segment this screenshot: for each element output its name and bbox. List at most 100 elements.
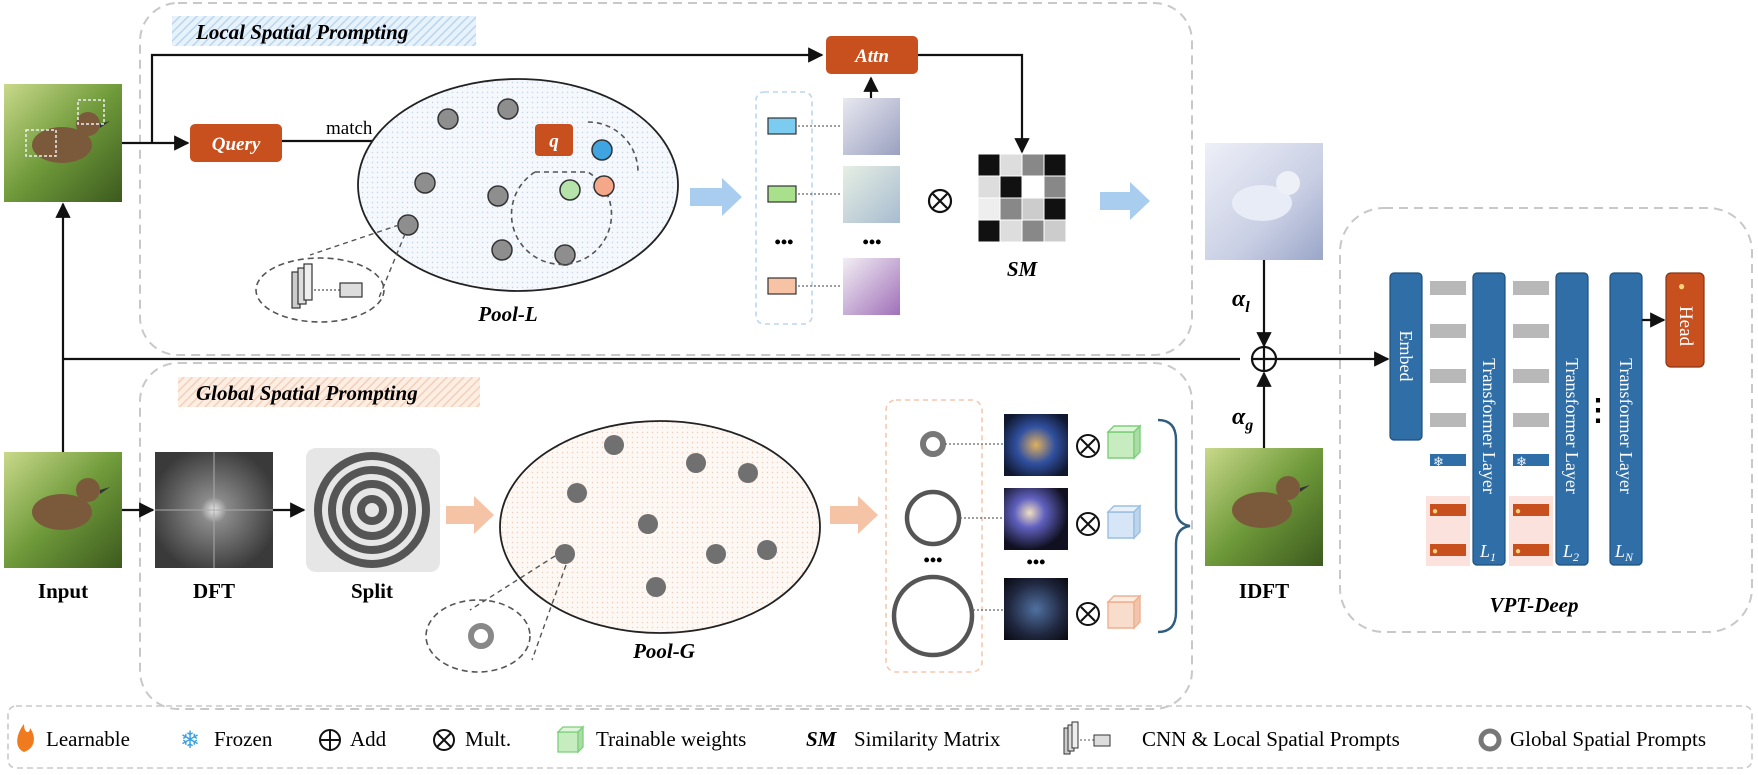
global-prompt-column: [885, 399, 983, 673]
weight-cube-green: [1106, 424, 1142, 460]
learnable-token-icon-1b: ●: [1432, 546, 1438, 557]
attn-box: [826, 36, 918, 74]
transformer-layer-1: [1472, 272, 1506, 566]
legend-frozen: Frozen: [214, 727, 273, 751]
legend-fire-icon: [17, 724, 34, 752]
legend-cube-icon: [556, 725, 585, 754]
pool-l-label: Pool-L: [477, 302, 537, 326]
legend-trainable: Trainable weights: [596, 727, 746, 751]
query-label: Query: [212, 134, 261, 155]
local-section-title: Local Spatial Prompting: [195, 20, 408, 44]
weight-cube-orange: [1106, 594, 1142, 630]
frozen-token-icon-2: ❄: [1516, 454, 1527, 469]
legend-global: Global Spatial Prompts: [1510, 727, 1706, 751]
sm-label: SM: [1007, 257, 1039, 281]
l1-label: L1: [1479, 541, 1496, 564]
input-to-attn-arrow: [150, 47, 824, 143]
global-freq-1: [1004, 414, 1068, 476]
local-mult-icon: [927, 188, 953, 214]
local-big-arrow-2: [1100, 182, 1150, 220]
global-title-bg: [178, 377, 480, 407]
legend-add: Add: [350, 727, 387, 751]
cnn-zoom-line-2: [377, 233, 406, 301]
idft-image: [1205, 448, 1323, 566]
global-freq-2: [1004, 488, 1068, 550]
head-label: Head: [1675, 306, 1696, 347]
legend-sm: Similarity Matrix: [854, 727, 1001, 751]
local-thumb-2: [843, 166, 900, 223]
global-bracket: [1157, 418, 1191, 634]
local-panel: [139, 2, 1193, 356]
input-image-top: [4, 84, 122, 202]
match-label: match: [326, 118, 373, 139]
local-title-bg: [172, 16, 476, 46]
global-ring-small: [920, 431, 946, 457]
global-ring-large: [891, 574, 975, 658]
split-rings: [314, 452, 430, 568]
transformer-layer-n-label: Transformer Layer: [1616, 358, 1636, 494]
legend-frozen-icon: ❄: [180, 728, 200, 754]
transformer-layer-2-label: Transformer Layer: [1562, 358, 1582, 494]
legend-box: [7, 705, 1753, 769]
transformer-layer-2: [1555, 272, 1589, 566]
transformer-layer-1-label: Transformer Layer: [1479, 358, 1499, 494]
pool-l-prompts: [397, 98, 576, 266]
ln-label: LN: [1614, 541, 1634, 564]
frozen-token-icon-1: ❄: [1433, 454, 1444, 469]
head-fire-icon: ●: [1678, 279, 1685, 293]
embed-block: [1389, 272, 1423, 441]
input-image-bottom: [4, 452, 122, 568]
learnable-token-icon-2a: ●: [1515, 506, 1521, 517]
local-output-image: [1205, 143, 1323, 260]
transformer-layer-n: [1609, 272, 1643, 566]
global-big-arrow-2: [830, 496, 878, 534]
pool-l-ellipse: [357, 78, 679, 292]
tokens-col-2: [1509, 281, 1553, 566]
embed-label: Embed: [1396, 331, 1416, 382]
query-box: [190, 124, 282, 162]
local-prompt-ellipsis: •••: [775, 232, 794, 252]
vpt-panel: [1339, 207, 1753, 633]
global-freq-ellipsis: •••: [1027, 552, 1046, 572]
tokens-col-1: [1426, 281, 1470, 566]
cnn-zoom-line-1: [309, 224, 400, 256]
dft-label: DFT: [193, 579, 235, 603]
legend-add-icon: [319, 729, 341, 751]
cnn-icon: [291, 263, 363, 309]
query-neighborhood: [510, 171, 613, 266]
legend-learnable: Learnable: [46, 727, 130, 751]
local-thumb-ellipsis: •••: [863, 232, 882, 252]
alpha-g-label: αg: [1232, 404, 1253, 434]
query-neighborhood-arc: [587, 121, 639, 173]
attn-to-sm-arrow: [918, 53, 1030, 154]
l2-label: L2: [1562, 541, 1579, 564]
split-label: Split: [351, 579, 393, 603]
layer-ellipsis: ⋮: [1583, 394, 1613, 427]
local-prompt-green: [767, 185, 797, 203]
local-thumb-3: [843, 258, 900, 315]
local-prompt-orange: [767, 277, 797, 295]
global-prompt-ellipsis: •••: [924, 550, 943, 570]
q-label: q: [549, 131, 559, 152]
local-mult-x2: [932, 193, 948, 209]
matched-prompt-orange: [593, 175, 615, 197]
legend-cnn-icon: [1063, 721, 1111, 755]
legend-cnn: CNN & Local Spatial Prompts: [1142, 727, 1400, 751]
local-thumb-1: [843, 98, 900, 155]
weight-cube-blue: [1106, 504, 1142, 540]
split-image: [306, 448, 440, 572]
alpha-l-label: αl: [1232, 286, 1250, 316]
global-mult-icons: [1076, 434, 1100, 626]
cnn-zoom-ellipse: [255, 257, 385, 323]
head-block: [1665, 272, 1705, 368]
attn-label: Attn: [854, 46, 889, 67]
global-section-title: Global Spatial Prompting: [196, 381, 418, 405]
learnable-token-icon-1a: ●: [1432, 506, 1438, 517]
pool-g-ellipse: [499, 420, 821, 634]
pool-g-label: Pool-G: [632, 639, 695, 663]
similarity-matrix: [977, 153, 1067, 243]
input-label: Input: [38, 579, 88, 603]
ring-zoom-icon: [468, 623, 494, 649]
learnable-token-icon-2b: ●: [1515, 546, 1521, 557]
pool-g-prompts: [555, 435, 777, 597]
